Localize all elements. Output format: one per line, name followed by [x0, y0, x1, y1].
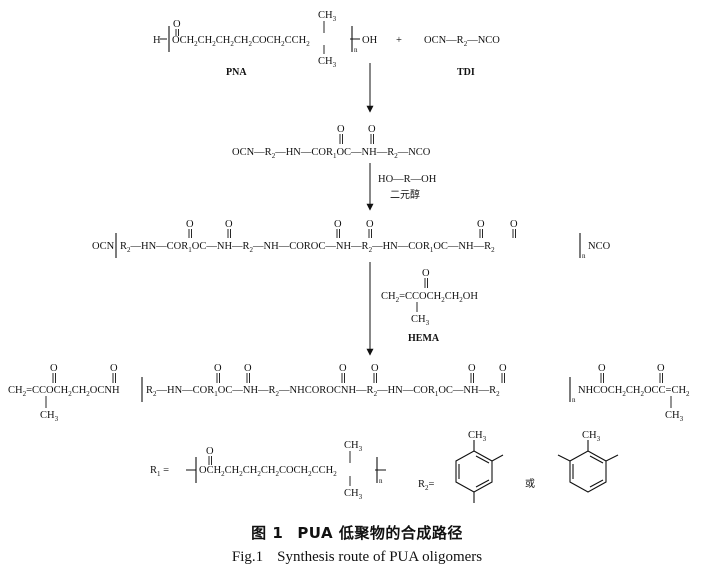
figure-number-zh: 图 1 [251, 524, 284, 542]
svg-text:O: O [244, 363, 252, 374]
figure-caption-zh: 图 1 PUA 低聚物的合成路径 [0, 522, 714, 543]
svg-text:O: O [339, 363, 347, 374]
svg-text:CH3: CH3 [411, 314, 430, 327]
svg-text:O: O [422, 268, 430, 279]
svg-text:O: O [477, 219, 485, 230]
diol-name: 二元醇 [390, 188, 420, 201]
prepolymer-structure: OCN—R2—HN—COR1OC—NH—R2—NCO O O [232, 124, 431, 160]
r2-definition: R2= CH3 或 CH3 [418, 430, 619, 503]
svg-text:CH3: CH3 [344, 440, 363, 453]
svg-text:R2=: R2= [418, 479, 435, 492]
hema-structure: O CH2=CCOCH2CH2OH CH3 [381, 268, 478, 327]
svg-text:R1 =: R1 = [150, 465, 169, 478]
pna-structure: H O OCH2CH2CH2CH2COCH2CCH2 CH3 CH3 n OH [153, 10, 378, 69]
svg-text:OCN—R2—NCO: OCN—R2—NCO [424, 35, 500, 48]
svg-text:CH3: CH3 [468, 430, 487, 443]
chain-extended-structure: OCN R2—HN—COR1OC—NH—R2—NH—CORОC—NH—R2—HN… [92, 219, 611, 260]
pua-oligomer-structure: CH2=CCOCH2CH2OCNH CH3 O O R2—HN—COR1OC—N… [8, 363, 690, 423]
svg-text:O: O [499, 363, 507, 374]
svg-text:CH3: CH3 [318, 56, 337, 69]
tolylene-2-4-ring [455, 440, 504, 503]
svg-text:CH3: CH3 [582, 430, 601, 443]
svg-text:H: H [153, 35, 161, 46]
svg-text:OH: OH [362, 35, 378, 46]
svg-text:NHCOCH2CH2OCC=CH2: NHCOCH2CH2OCC=CH2 [578, 385, 690, 398]
svg-text:OCH2CH2CH2CH2COCH2CCH2: OCH2CH2CH2CH2COCH2CCH2 [172, 35, 310, 48]
plus-sign: + [396, 35, 402, 46]
figure-caption-en: Fig.1 Synthesis route of PUA oligomers [0, 549, 714, 566]
svg-text:O: O [598, 363, 606, 374]
tdi-label: TDI [457, 67, 475, 78]
svg-text:n: n [572, 396, 576, 404]
svg-text:O: O [50, 363, 58, 374]
r1-definition: R1 = O OCH2CH2CH2CH2COCH2CCH2 CH3 CH3 n [150, 440, 386, 501]
svg-text:O: O [371, 363, 379, 374]
svg-text:R2—HN—COR1OC—NH—R2—NH—CORОC—NH: R2—HN—COR1OC—NH—R2—NH—CORОC—NH—R2—HN—COR… [120, 241, 495, 254]
svg-text:O: O [337, 124, 345, 135]
figure-number-en: Fig.1 [231, 549, 264, 565]
svg-text:CH3: CH3 [318, 10, 337, 23]
svg-text:O: O [657, 363, 665, 374]
svg-text:n: n [582, 252, 586, 260]
svg-text:O: O [225, 219, 233, 230]
svg-text:R2—HN—COR1OC—NH—R2—NHCOROCNH—R: R2—HN—COR1OC—NH—R2—NHCOROCNH—R2—HN—COR1O… [146, 385, 500, 398]
figure-title-en: Synthesis route of PUA oligomers [277, 549, 483, 565]
svg-text:CH3: CH3 [40, 410, 59, 423]
svg-text:O: O [186, 219, 194, 230]
svg-text:OCN—R2—HN—COR1OC—NH—R2—NCO: OCN—R2—HN—COR1OC—NH—R2—NCO [232, 147, 431, 160]
svg-text:n: n [379, 477, 383, 485]
figure-title-zh: PUA 低聚物的合成路径 [297, 524, 463, 542]
svg-text:CH3: CH3 [665, 410, 684, 423]
svg-text:NCO: NCO [588, 241, 611, 252]
svg-text:O: O [214, 363, 222, 374]
svg-text:O: O [206, 446, 214, 457]
svg-text:OCN: OCN [92, 241, 115, 252]
svg-text:OCH2CH2CH2CH2COCH2CCH2: OCH2CH2CH2CH2COCH2CCH2 [199, 465, 337, 478]
svg-text:O: O [510, 219, 518, 230]
svg-text:O: O [173, 19, 181, 30]
svg-text:O: O [110, 363, 118, 374]
or-word: 或 [525, 478, 535, 490]
diol-formula: HO—R—OH [378, 174, 437, 185]
svg-text:O: O [334, 219, 342, 230]
svg-text:O: O [368, 124, 376, 135]
hema-label: HEMA [408, 333, 440, 344]
svg-text:CH3: CH3 [344, 488, 363, 501]
svg-text:O: O [366, 219, 374, 230]
tdi-structure: OCN—R2—NCO [424, 35, 500, 48]
pna-label: PNA [226, 67, 247, 78]
svg-text:O: O [468, 363, 476, 374]
svg-text:n: n [354, 46, 358, 54]
svg-text:CH2=CCOCH2CH2OCNH: CH2=CCOCH2CH2OCNH [8, 385, 120, 398]
tolylene-2-6-ring [557, 440, 619, 493]
svg-text:CH2=CCOCH2CH2OH: CH2=CCOCH2CH2OH [381, 291, 478, 304]
